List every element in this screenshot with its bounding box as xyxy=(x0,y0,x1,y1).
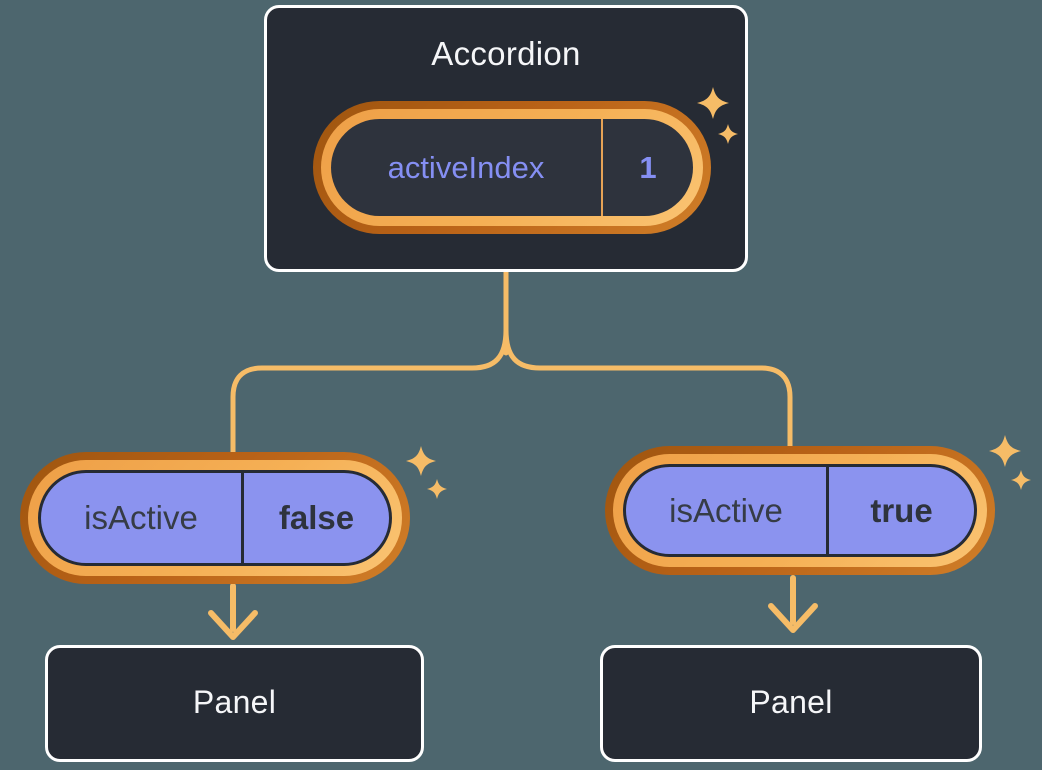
prop-pill-label: isActive xyxy=(669,491,783,529)
prop-pill-ring: isActive false xyxy=(28,460,402,576)
prop-pill-label: isActive xyxy=(84,499,198,536)
prop-pill-body: isActive false xyxy=(38,470,392,566)
connector-branch-left xyxy=(230,327,509,455)
prop-pill-isactive-false: isActive false xyxy=(20,452,410,584)
accordion-title: Accordion xyxy=(431,35,581,72)
prop-pill-isactive-true: isActive true xyxy=(605,446,995,575)
arrow-right-head-icon xyxy=(768,603,818,633)
panel-node-left: Panel xyxy=(45,645,424,762)
state-pill-activeindex: activeIndex 1 xyxy=(313,101,711,234)
panel-title: Panel xyxy=(749,683,833,720)
sparkle-icon xyxy=(427,479,447,499)
arrow-left-head-icon xyxy=(208,610,258,640)
state-pill-label: activeIndex xyxy=(387,149,545,185)
prop-pill-value: false xyxy=(241,473,389,563)
prop-pill-value: true xyxy=(826,467,974,554)
sparkle-icon xyxy=(1011,470,1031,490)
sparkle-icon xyxy=(406,446,436,476)
state-pill-body: activeIndex 1 xyxy=(331,119,693,216)
prop-pill-ring: isActive true xyxy=(613,454,987,567)
prop-pill-body: isActive true xyxy=(623,464,977,557)
connector-branch-right xyxy=(503,327,793,449)
panel-node-right: Panel xyxy=(600,645,982,762)
accordion-node: Accordion activeIndex 1 xyxy=(264,5,748,272)
panel-title: Panel xyxy=(192,683,277,720)
sparkle-icon xyxy=(989,435,1021,467)
state-pill-value: 1 xyxy=(601,119,693,216)
state-pill-ring: activeIndex 1 xyxy=(321,109,703,226)
